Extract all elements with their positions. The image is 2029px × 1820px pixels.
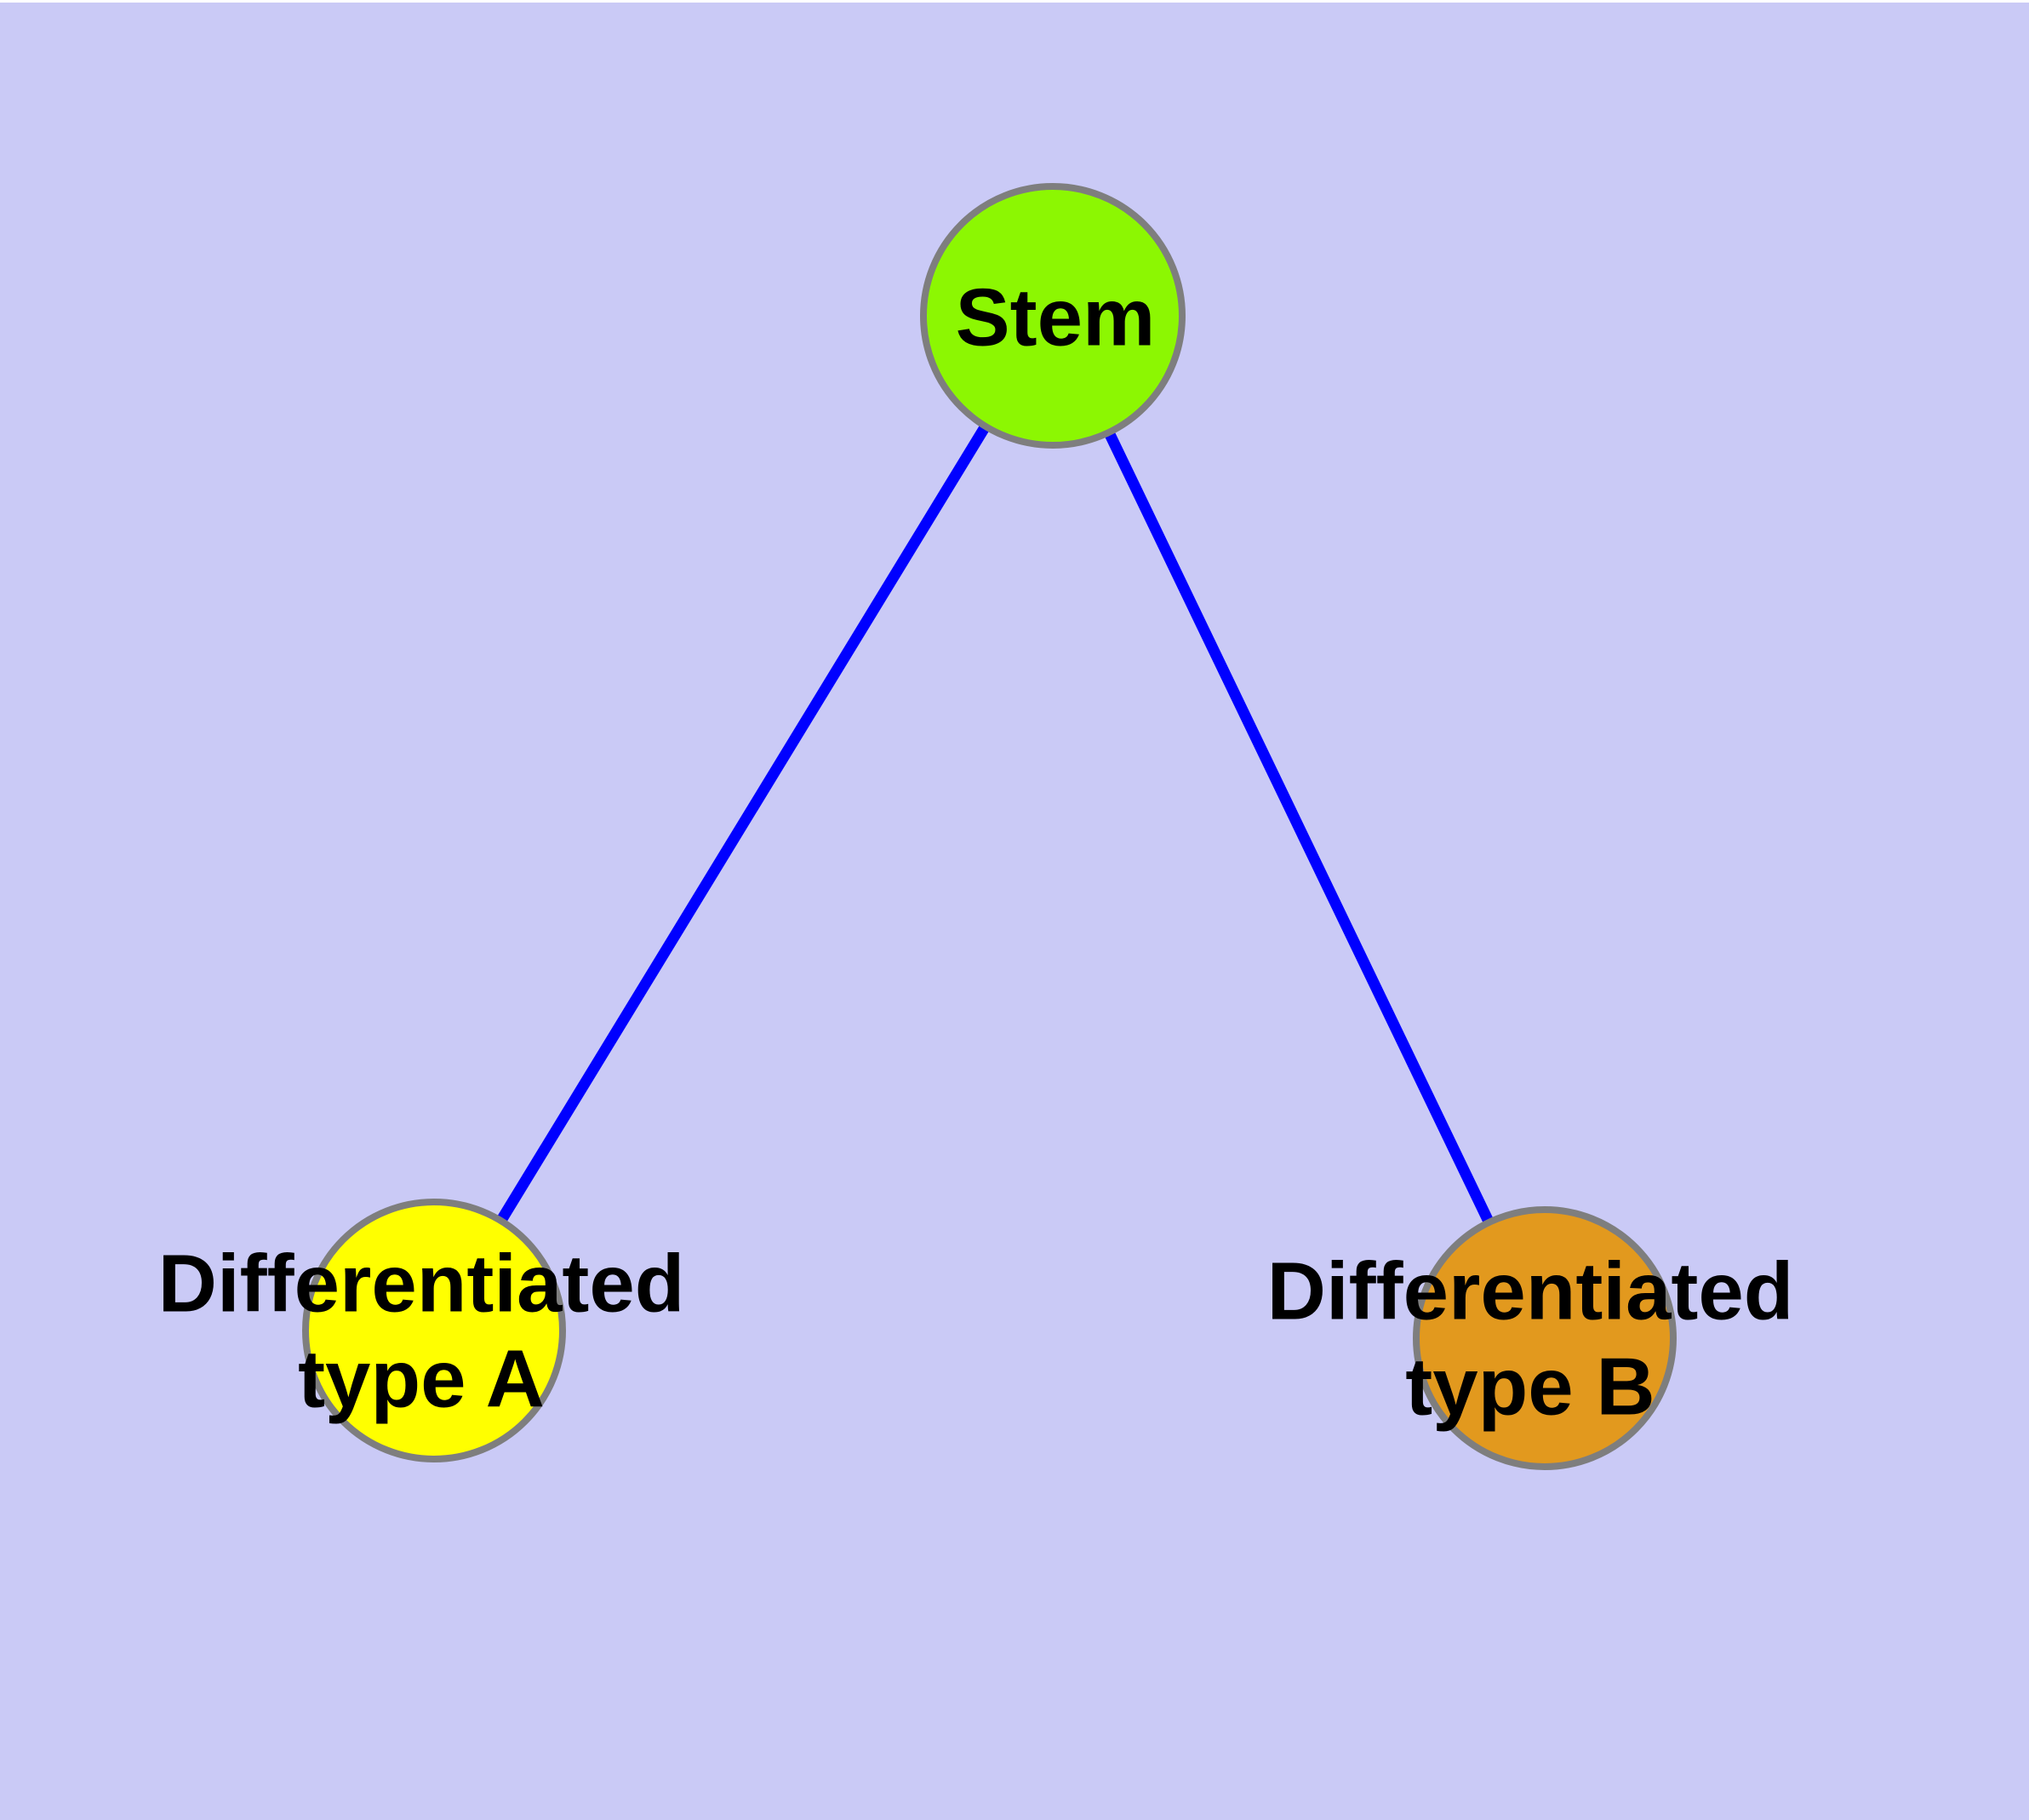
node-stem [920,183,1186,449]
node-differentiated-type-b [1413,1206,1677,1470]
edge-layer [429,312,1550,1341]
label-layer: Stem Differentiated type A Differentiate… [158,272,1794,1433]
node-layer [302,183,1677,1470]
node-type-b-label-line-2: type B [1405,1342,1655,1433]
edge-stem-to-type-b [1048,313,1550,1341]
node-type-b-label-line-1: Differentiated [1267,1246,1794,1337]
node-stem-label: Stem [956,272,1156,363]
node-type-a-label-line-1: Differentiated [158,1239,685,1330]
node-differentiated-type-a [302,1199,566,1462]
edge-stem-to-type-a [429,312,1058,1334]
node-type-a-label-line-2: type A [298,1334,545,1425]
